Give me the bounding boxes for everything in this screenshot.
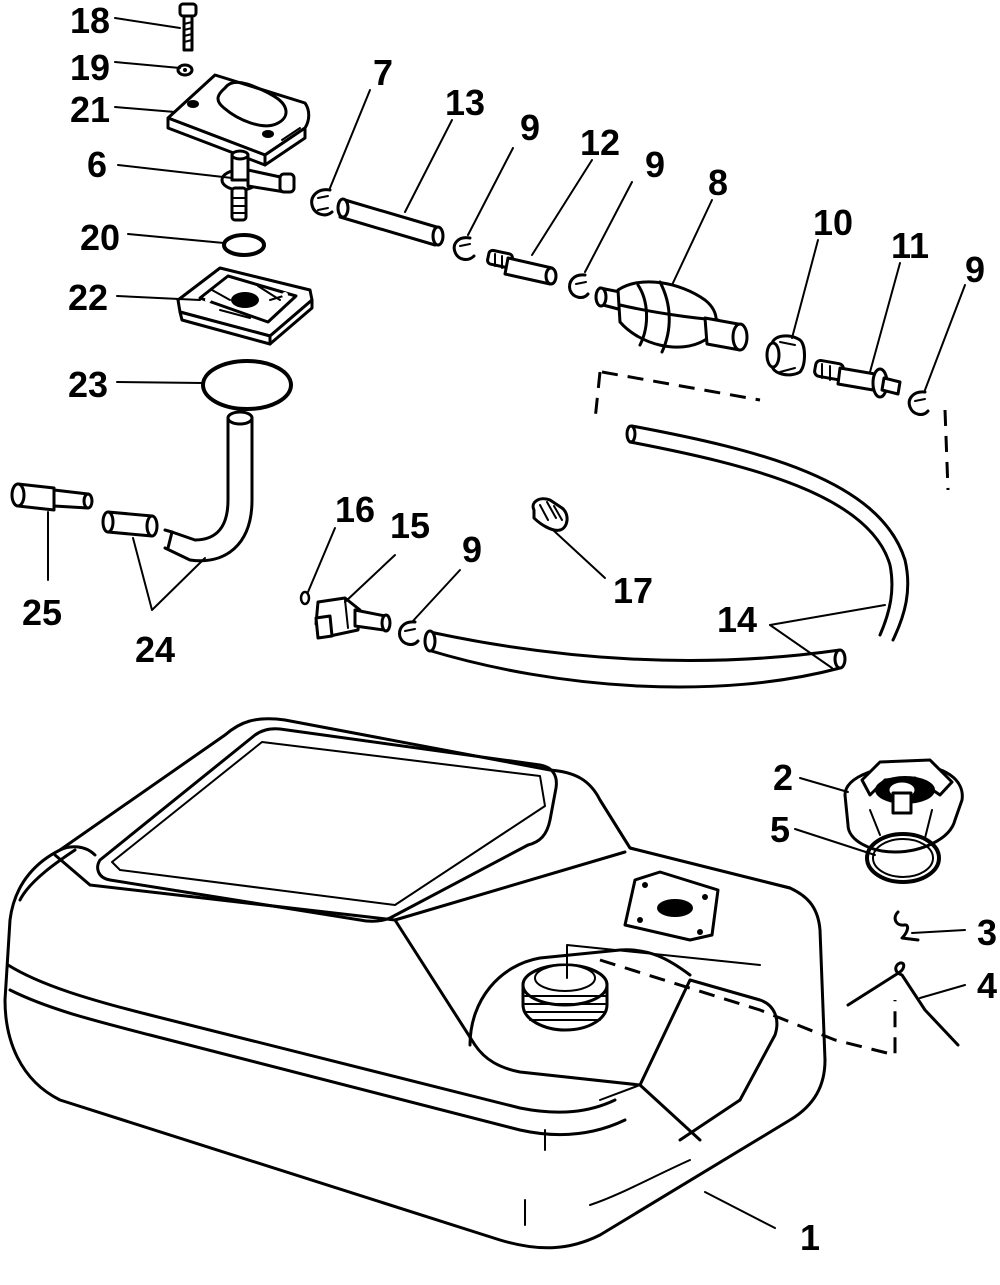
check-valve [765,334,806,377]
callout-24: 24 [135,629,175,670]
callout-15: 15 [390,505,430,546]
leader-lines [47,17,966,1229]
fuel-tank [3,717,827,1250]
dashed-bracket [593,370,950,491]
primer-bulb [594,280,749,354]
callout-8: 8 [708,162,728,203]
callout-9-a: 9 [520,107,540,148]
elbow-fitting [220,149,296,222]
callout-4: 4 [977,965,997,1006]
callout-22: 22 [68,277,108,318]
callout-21: 21 [70,89,110,130]
callout-5: 5 [770,809,790,850]
callout-2: 2 [773,757,793,798]
large-o-ring [201,359,293,411]
hose-section [336,197,445,247]
callout-9-c: 9 [965,249,985,290]
pickup-base [176,266,314,346]
engine-connector [314,596,392,640]
tiny-o-ring [299,590,311,606]
hose-clamp [907,390,930,416]
hose-clamp [310,188,334,217]
callout-25: 25 [22,592,62,633]
hose-clamp [452,236,476,261]
callout-12: 12 [580,122,620,163]
cap-gasket [865,832,941,884]
hose-clamp [568,273,590,299]
callout-14: 14 [717,599,757,640]
strainer [10,482,94,512]
retaining-clip [893,910,920,942]
callout-3: 3 [977,912,997,953]
callout-17: 17 [613,570,653,611]
small-o-ring [222,233,266,257]
washer [176,63,194,77]
tube-segment [101,510,159,538]
gauge-wire-guide [566,944,897,1057]
fuel-line-hose [423,424,910,689]
callout-13: 13 [445,82,485,123]
callout-10: 10 [813,202,853,243]
callout-19: 19 [70,47,110,88]
connector-fitting [486,248,558,286]
callout-16: 16 [335,489,375,530]
callout-7: 7 [373,52,393,93]
pickup-tube [163,410,254,563]
callout-6: 6 [87,144,107,185]
callout-9-d: 9 [462,529,482,570]
spring-hose-clamp [531,497,569,532]
callout-11: 11 [891,225,929,266]
callout-20: 20 [80,217,120,258]
callout-labels: 1 2 3 4 5 6 7 8 9 9 9 9 10 11 12 13 14 1… [22,0,997,1258]
screw [178,2,198,52]
hose-clamp [398,620,420,646]
callout-9-b: 9 [645,144,665,185]
retaining-wire [846,961,960,1047]
tank-connector [813,358,902,399]
callout-1: 1 [800,1217,820,1258]
callout-23: 23 [68,364,108,405]
clamp-plate [166,73,311,167]
callout-18: 18 [70,0,110,41]
